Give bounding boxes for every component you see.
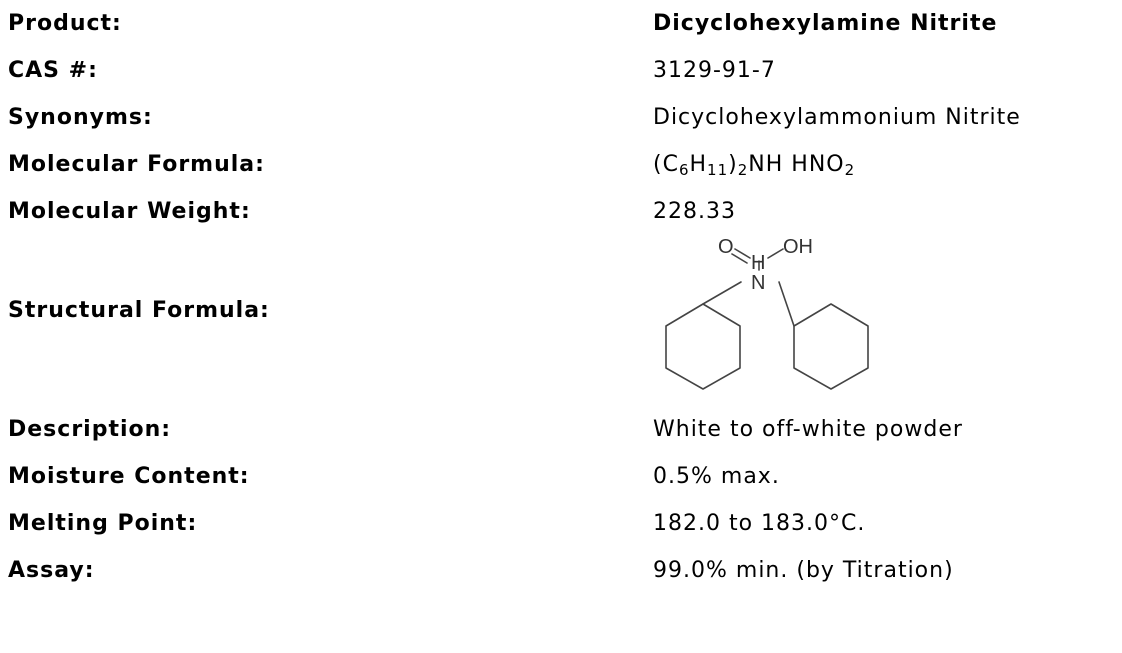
moisture-label: Moisture Content:: [8, 464, 250, 489]
assay-value: 99.0% min. (by Titration): [653, 558, 954, 583]
moisture-row: Moisture Content: 0.5% max.: [8, 453, 1118, 500]
synonyms-row: Synonyms: Dicyclohexylammonium Nitrite: [8, 94, 1118, 141]
right-cyclohexane-ring: [793, 303, 869, 390]
molecular-weight-label: Molecular Weight:: [8, 199, 251, 224]
assay-label: Assay:: [8, 558, 95, 583]
structural-formula-label: Structural Formula:: [8, 298, 270, 323]
product-name: Dicyclohexylamine Nitrite: [653, 11, 998, 36]
atom-o: O: [718, 237, 734, 258]
molecular-formula-value: (C6H11)2NH HNO2: [653, 141, 855, 188]
bond-n-o-1: [734, 248, 751, 259]
cas-row: CAS #: 3129-91-7: [8, 47, 1118, 94]
product-spec-table: Product: Dicyclohexylamine Nitrite CAS #…: [8, 0, 1118, 594]
left-cyclohexane-ring: [665, 303, 741, 390]
moisture-value: 0.5% max.: [653, 464, 780, 489]
formula-hydrogen: H: [689, 152, 708, 177]
description-value: White to off-white powder: [653, 417, 963, 442]
bond-left-ring-n: [702, 281, 742, 305]
atom-oh: OH: [783, 237, 813, 258]
description-row: Description: White to off-white powder: [8, 406, 1118, 453]
assay-row: Assay: 99.0% min. (by Titration): [8, 547, 1118, 594]
product-row: Product: Dicyclohexylamine Nitrite: [8, 0, 1118, 47]
molecular-weight-value: 228.33: [653, 199, 736, 224]
synonyms-label: Synonyms:: [8, 105, 153, 130]
bond-n-right-ring: [778, 281, 795, 327]
molecular-formula-row: Molecular Formula: (C6H11)2NH HNO2: [8, 141, 1118, 188]
structural-formula-diagram: O OH H N: [665, 237, 869, 390]
formula-sub-oxygen: 2: [844, 161, 856, 179]
formula-sub-carbon: 6: [678, 161, 690, 179]
synonyms-value: Dicyclohexylammonium Nitrite: [653, 105, 1021, 130]
formula-open: (C: [653, 152, 679, 177]
molecular-weight-row: Molecular Weight: 228.33: [8, 188, 1118, 235]
formula-sub-hydrogen: 11: [707, 161, 729, 179]
bond-n-o-2: [731, 253, 748, 264]
melting-point-value: 182.0 to 183.0°C.: [653, 511, 866, 536]
formula-close: ): [728, 152, 738, 177]
atom-n: N: [751, 272, 765, 294]
cas-number: 3129-91-7: [653, 58, 776, 83]
melting-point-label: Melting Point:: [8, 511, 198, 536]
atom-h: H: [751, 252, 765, 274]
bond-n-oh: [767, 248, 784, 259]
formula-sub-group: 2: [737, 161, 749, 179]
description-label: Description:: [8, 417, 172, 442]
structural-formula-row: Structural Formula: O OH H N: [8, 235, 1118, 406]
product-label: Product:: [8, 11, 122, 36]
cas-label: CAS #:: [8, 58, 98, 83]
formula-mid: NH HNO: [748, 152, 845, 177]
molecular-formula-label: Molecular Formula:: [8, 152, 265, 177]
melting-point-row: Melting Point: 182.0 to 183.0°C.: [8, 500, 1118, 547]
